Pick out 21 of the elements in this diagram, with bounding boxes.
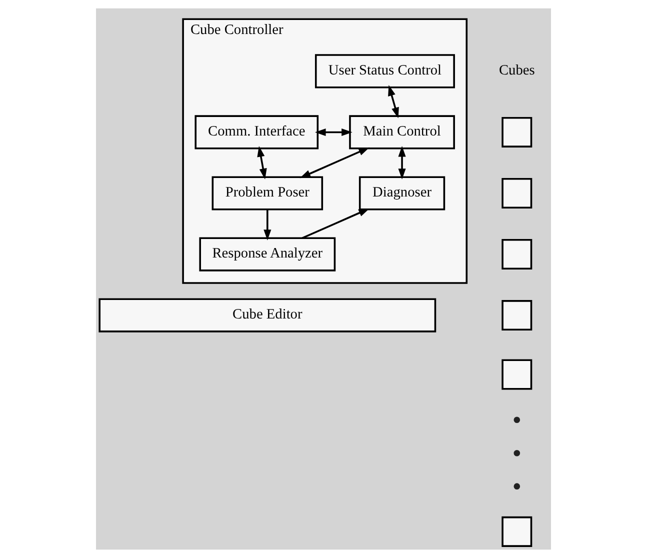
node-box: Response Analyzer: [199, 237, 336, 272]
node-box: [502, 116, 532, 148]
arrow: [300, 147, 370, 178]
node-box: Problem Poser: [212, 176, 324, 210]
arrow: [388, 85, 399, 118]
node-box: User Status Control: [314, 54, 455, 88]
node-box: [502, 178, 532, 208]
node-box: Cube Editor: [98, 298, 436, 332]
node-box: [502, 359, 532, 390]
node-box: Diagnoser: [358, 176, 446, 210]
arrow: [264, 210, 272, 240]
arrow: [257, 146, 267, 180]
arrow: [398, 146, 406, 180]
node-box: [502, 300, 532, 331]
arrow: [302, 208, 370, 239]
arrow: [314, 128, 352, 136]
label: Cubes: [498, 62, 535, 79]
node-box: [502, 516, 532, 547]
node-box: Main Control: [349, 115, 455, 150]
node-box: Comm. Interface: [194, 115, 319, 150]
node-box: [502, 239, 532, 270]
